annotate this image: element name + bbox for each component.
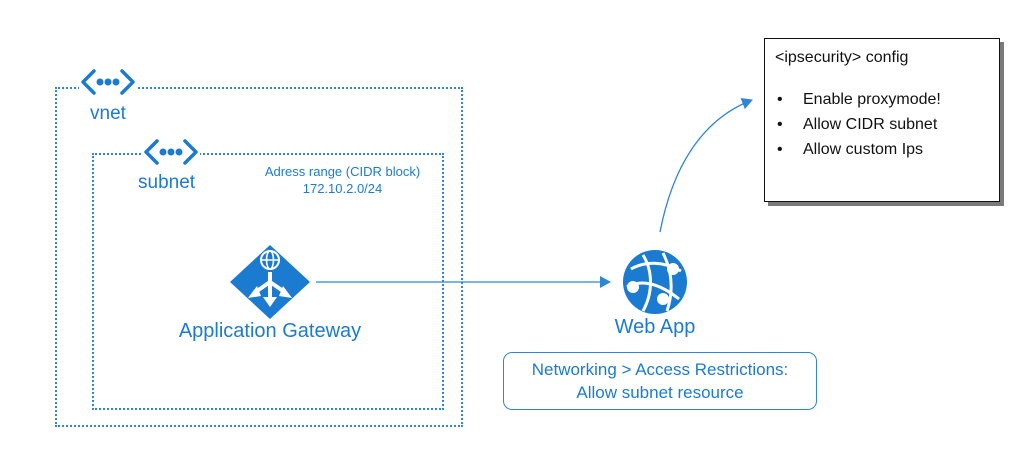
cidr-label: Adress range (CIDR block) 172.10.2.0/24 bbox=[240, 163, 445, 197]
webapp-label: Web App bbox=[614, 316, 696, 338]
config-item: Enable proxymode! bbox=[775, 87, 989, 112]
subnet-icon bbox=[142, 138, 200, 166]
webapp-to-config-arrow bbox=[659, 97, 753, 233]
config-title: <ipsecurity> config bbox=[775, 49, 909, 66]
ipsecurity-config-box: <ipsecurity> config Enable proxymode! Al… bbox=[764, 38, 1000, 202]
access-restrictions-note: Networking > Access Restrictions: Allow … bbox=[503, 352, 817, 410]
access-restrictions-line1: Networking > Access Restrictions: bbox=[531, 360, 789, 379]
subnet-label: subnet bbox=[138, 172, 196, 193]
cidr-title: Adress range (CIDR block) bbox=[264, 164, 421, 179]
config-list: Enable proxymode! Allow CIDR subnet Allo… bbox=[775, 87, 989, 162]
vnet-label: vnet bbox=[90, 103, 126, 124]
config-item: Allow CIDR subnet bbox=[775, 112, 989, 137]
vnet-icon bbox=[79, 68, 137, 96]
web-app-icon bbox=[623, 250, 687, 314]
vnet-boundary bbox=[55, 87, 463, 427]
gateway-label: Application Gateway bbox=[178, 320, 362, 342]
cidr-value: 172.10.2.0/24 bbox=[302, 181, 383, 196]
access-restrictions-line2: Allow subnet resource bbox=[576, 383, 744, 402]
config-item: Allow custom Ips bbox=[775, 137, 989, 162]
application-gateway-icon bbox=[230, 245, 310, 319]
